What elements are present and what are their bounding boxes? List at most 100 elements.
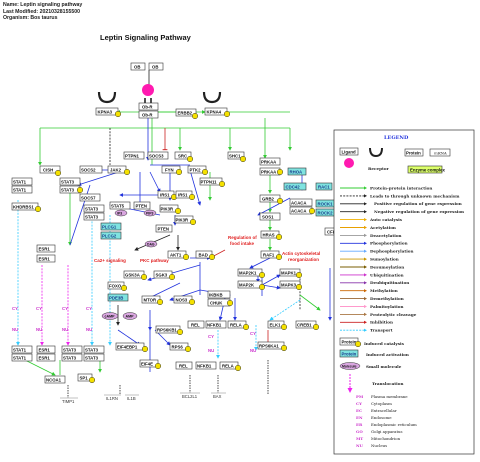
legend-arrowhead — [364, 186, 367, 190]
esr1-b: ESR1 — [39, 257, 51, 262]
rel-a: REL — [191, 323, 200, 328]
cy-label: CY — [12, 306, 18, 311]
ob-1: OB — [134, 65, 140, 70]
dag: DAG — [147, 243, 155, 247]
pde3b: PDE3B — [109, 296, 123, 301]
pkc-pathway: PKC pathway — [140, 258, 169, 263]
khdrbs1: KHDRBS1 — [13, 205, 34, 210]
stat3-d: STAT3 — [85, 215, 99, 220]
legend-arrowhead — [364, 225, 367, 230]
pik3r-1: PIK3R — [161, 207, 175, 212]
rel-b: REL — [179, 364, 188, 369]
legend: LEGEND Ligand Receptor Protein mRNA Enzy… — [333, 129, 475, 455]
legend-item-label: Negative regulation of gene expression — [374, 209, 464, 214]
pten-1: PTEN — [136, 204, 147, 209]
food-intake-2: food intake — [230, 241, 254, 246]
prkaa-1: PRKAA — [261, 160, 276, 165]
pten-2: PTEN — [158, 227, 169, 232]
legend-loc-code: EC — [356, 408, 362, 413]
cy-label: CY — [86, 306, 92, 311]
rela-a: RELA — [230, 323, 242, 328]
eif4e: EIF4E — [141, 362, 153, 367]
legend-item-label: Inhibition — [370, 320, 393, 325]
ligand-icon — [142, 84, 154, 96]
cy-label: CY — [208, 334, 214, 339]
legend-title: LEGEND — [384, 135, 409, 141]
obr-1: Ob-R — [142, 105, 153, 110]
legend-arrowhead — [364, 249, 367, 253]
ptpn1: PTPN1 — [125, 154, 139, 159]
rela-b: RELA — [222, 364, 234, 369]
sos1: SOS1 — [262, 215, 274, 220]
legend-arrowhead — [364, 241, 367, 245]
actin-2: reorganization — [288, 257, 319, 262]
legend-item-label: Sumoylation — [370, 257, 399, 262]
legend-loc-label: Nucleus — [371, 443, 387, 448]
legend-loc-code: ER — [356, 422, 363, 427]
raf1: RAF1 — [263, 253, 275, 258]
nu-label: NU — [250, 348, 256, 353]
legend-item-label: Demethylation — [370, 296, 404, 301]
stat3-b: STAT3 — [61, 188, 75, 193]
ptpn11: PTPN11 — [201, 180, 218, 185]
irs1-a: IRS1 — [160, 193, 170, 198]
legend-loc-code: CY — [356, 401, 362, 406]
legend-item-label: Auto catalysis — [369, 217, 403, 222]
kpna4: KPNA4 — [207, 110, 222, 115]
legend-arrowhead — [364, 194, 367, 198]
stat3-f: STAT3 — [63, 356, 77, 361]
irs1-b: IRS1 — [178, 193, 188, 198]
ca2-signaling: Ca2+ signaling — [94, 258, 126, 263]
legend-induced-catalysis: Induced catalysis — [364, 341, 405, 346]
gsk3a: GSK3A — [125, 273, 140, 278]
legend-item-label: Dephosphorylation — [370, 249, 414, 254]
legend-item-label: Palmitoylation — [370, 304, 403, 309]
legend-loc-label: Mitochondrion — [371, 436, 401, 441]
fyn: FYN — [165, 168, 174, 173]
actin-1: Actin cytoskeletal — [282, 251, 320, 256]
chuk: CHUK — [210, 301, 223, 306]
cdc42: CDC42 — [286, 185, 301, 190]
stat1-c: STAT1 — [13, 348, 27, 353]
ikbkb: IKBKB — [209, 293, 223, 298]
map2k2: MAP2K — [239, 283, 255, 288]
legend-small-molecule: Small molecule — [366, 364, 402, 369]
plcg2: PLCG2 — [102, 234, 117, 239]
legend-item-label: Deacetylation — [370, 233, 402, 238]
legend-loc-code: EN — [356, 415, 363, 420]
nu-label: NU — [62, 327, 68, 332]
receptor-icon — [97, 91, 117, 104]
kpna3: KPNA3 — [98, 110, 113, 115]
akt1: AKT1 — [170, 253, 182, 258]
legend-item-label: Transport — [370, 328, 393, 333]
elk1: ELK1 — [270, 323, 282, 328]
ligand-receptor: OB OB Ob-R Ob-R KPNA3 KPNA4 ERBB2 — [95, 62, 231, 120]
legend-item-label: Desumoylation — [370, 264, 404, 269]
legend-loc-label: Cytoplasm — [371, 401, 392, 406]
legend-arrowhead — [364, 218, 367, 222]
jak2: JAK2 — [110, 168, 122, 173]
bad: BAD — [199, 253, 208, 258]
ligand-icon — [344, 158, 354, 168]
stat5: STAT5 — [111, 204, 125, 209]
camp: cAMP — [105, 315, 116, 319]
legend-protein-box: Protein — [342, 340, 357, 345]
grb2: GRB2 — [262, 197, 275, 202]
stat3-h: STAT3 — [85, 356, 99, 361]
ob-2: OB — [152, 65, 158, 70]
esr1-c: ESR1 — [39, 348, 51, 353]
rock1: ROCK1 — [318, 202, 334, 207]
mapk1: MAPK1 — [281, 271, 297, 276]
legend-item-label: Deubiquitination — [370, 280, 409, 285]
header-organism: Organism: Bos taurus — [3, 15, 58, 21]
gene-bax: BAX — [213, 394, 222, 399]
esr1-a: ESR1 — [39, 247, 51, 252]
legend-arrowhead — [364, 281, 367, 285]
diagram-title: Leptin Signaling Pathway — [100, 33, 191, 42]
src: SRC — [178, 154, 187, 159]
stat1-d: STAT1 — [13, 356, 27, 361]
legend-molecule: Molecule — [342, 365, 357, 369]
legend-mrna: mRNA — [434, 151, 447, 156]
plcg1: PLCG1 — [102, 225, 117, 230]
ptk2: PTK2 — [190, 168, 202, 173]
